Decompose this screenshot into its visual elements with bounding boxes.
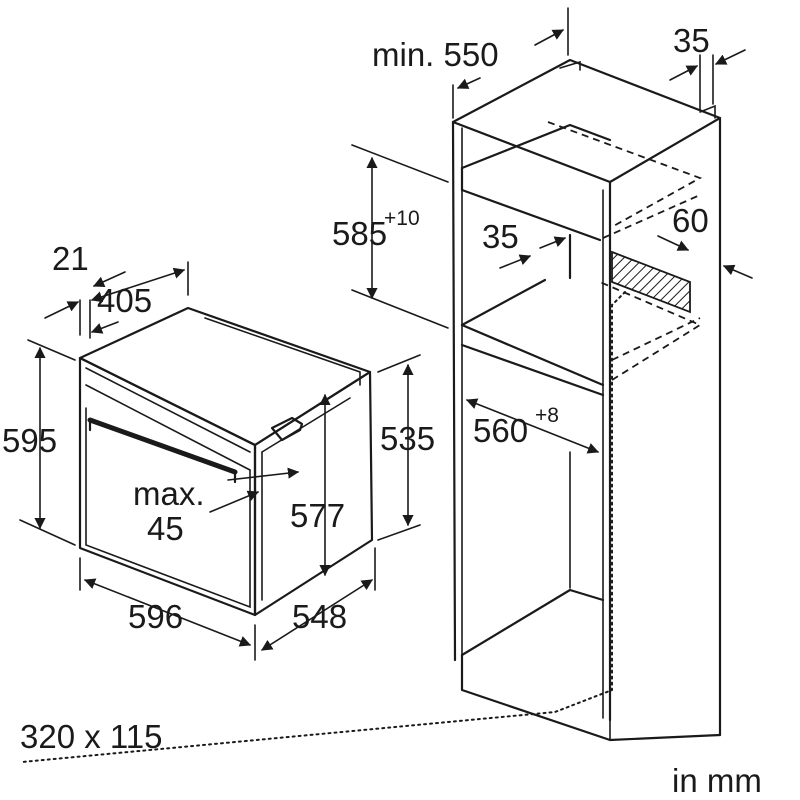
label-560-tol: +8 (535, 404, 559, 427)
vent-hatch (611, 250, 691, 314)
dim-line-405 (90, 267, 186, 303)
oven-drawing (78, 306, 374, 617)
label-units: in mm (672, 762, 762, 799)
label-max: max. (133, 475, 205, 512)
label-405: 405 (97, 282, 152, 319)
label-585: 585 (332, 215, 387, 252)
label-21: 21 (52, 240, 89, 277)
oven-side-bracket (270, 416, 304, 442)
label-min-550: min. 550 (372, 36, 499, 73)
vent-dotted-line (21, 291, 626, 763)
label-45: 45 (147, 510, 184, 547)
cabinet-niche-bottom (460, 278, 547, 327)
dim-line-548 (261, 579, 373, 651)
label-60: 60 (672, 202, 709, 239)
cabinet-dimensions (351, 7, 753, 454)
cabinet-top (451, 58, 722, 184)
label-560: 560 (473, 412, 528, 449)
label-577: 577 (290, 497, 345, 534)
dim-line-560 (465, 398, 600, 454)
label-vent-opening: 320 x 115 (20, 718, 163, 755)
cabinet-plinth (460, 653, 722, 742)
label-35-top: 35 (673, 22, 710, 59)
label-535: 535 (380, 420, 435, 457)
label-35-vent: 35 (482, 218, 519, 255)
oven-top-face (78, 306, 372, 447)
dim-line-596 (83, 578, 252, 647)
label-596: 596 (128, 598, 183, 635)
cabinet-drawing (21, 58, 722, 763)
cabinet-upper-shelf (460, 123, 612, 170)
oven-dimensions (19, 261, 421, 661)
label-548: 548 (292, 598, 347, 635)
oven-side-face (253, 370, 374, 617)
label-585-tol: +10 (384, 207, 420, 230)
niche-dashed-top (547, 121, 703, 229)
oven-handle (87, 417, 238, 475)
label-595: 595 (2, 422, 57, 459)
oven-door-outline (85, 407, 251, 609)
oven-panel-line (85, 384, 251, 471)
